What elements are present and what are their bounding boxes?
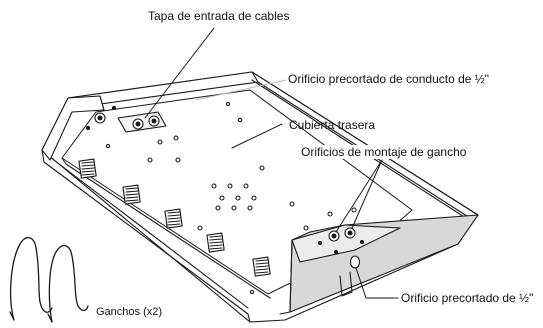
label-hooks: Ganchos (x2) [96,306,163,318]
leader-lines [144,27,399,299]
label-back-cover: Cubierta trasera [289,118,376,132]
leader-knockout-bottom [355,267,399,299]
left-end-knockouts [85,105,117,131]
leader-back-cover [231,123,283,149]
hook-right [48,245,89,323]
cable-entry-cover [117,111,167,133]
hooks [9,237,89,323]
vent-louvers [78,158,271,277]
label-knockout-bottom: Orificio precortado de ½" [401,291,534,305]
label-cable-entry-cover: Tapa de entrada de cables [148,9,290,23]
label-conduit-knockout: Orificio precortado de conducto de ½" [286,72,492,86]
cover-holes [105,101,357,295]
knockout-bottom [349,255,361,269]
fixture-housing [41,71,479,323]
leader-conduit-knockout [195,79,287,101]
leader-hook-holes-2 [351,159,383,229]
leader-hook-holes-1 [335,159,383,233]
hook-left [10,237,53,321]
hook-mounting-holes [317,227,365,255]
label-hook-mounting-holes: Orificios de montaje de gancho [299,145,469,159]
leader-cable-cover [144,27,215,119]
